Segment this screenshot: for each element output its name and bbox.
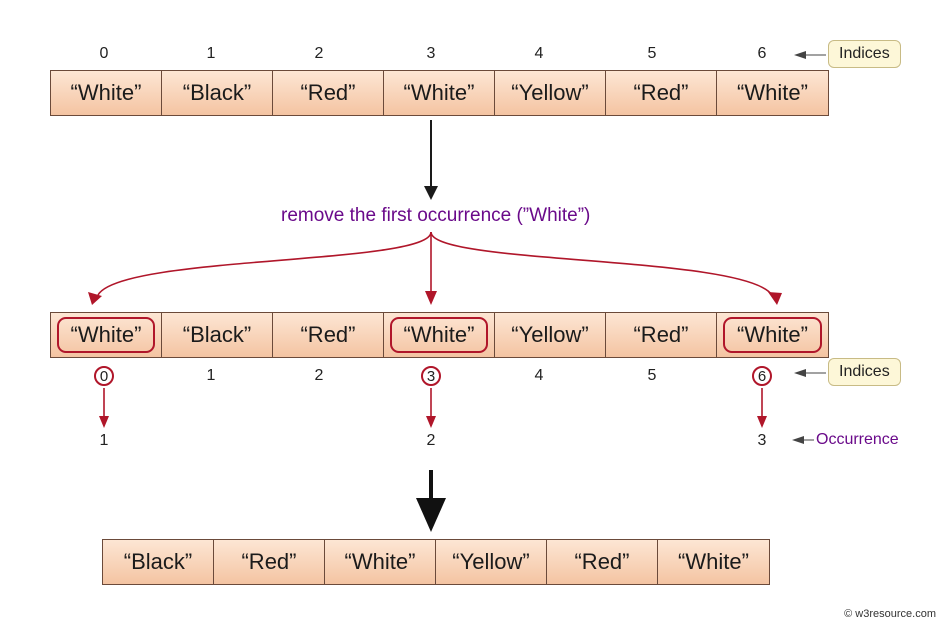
top-array: “White” “Black” “Red” “White” “Yellow” “… xyxy=(50,70,829,116)
middle-cell-1: “Black” xyxy=(162,313,273,357)
middle-index-4: 4 xyxy=(534,367,544,384)
result-array: “Black” “Red” “White” “Yellow” “Red” “Wh… xyxy=(102,539,770,585)
down-arrow-result-head xyxy=(416,498,446,532)
middle-cell-2: “Red” xyxy=(273,313,384,357)
occ-arrow-2-head xyxy=(426,416,436,428)
indices-label-middle: Indices xyxy=(828,358,901,386)
middle-cell-3: “White” xyxy=(384,313,495,357)
middle-index-0-circled: 0 xyxy=(94,366,114,386)
top-index-6: 6 xyxy=(757,45,767,62)
indices-label-top: Indices xyxy=(828,40,901,68)
top-index-4: 4 xyxy=(534,45,544,62)
top-cell-4: “Yellow” xyxy=(495,71,606,115)
top-index-2: 2 xyxy=(314,45,324,62)
indices-pointer-middle-head xyxy=(794,369,806,377)
middle-cell-6: “White” xyxy=(717,313,828,357)
red-arrow-left-head xyxy=(88,292,102,305)
result-cell-0: “Black” xyxy=(103,540,214,584)
credit-text: © w3resource.com xyxy=(844,608,936,620)
top-index-3: 3 xyxy=(426,45,436,62)
highlight-box-0 xyxy=(57,317,155,353)
middle-cell-5: “Red” xyxy=(606,313,717,357)
middle-cell-4: “Yellow” xyxy=(495,313,606,357)
occ-arrow-1-head xyxy=(99,416,109,428)
top-cell-6: “White” xyxy=(717,71,828,115)
middle-index-5: 5 xyxy=(647,367,657,384)
top-cell-1: “Black” xyxy=(162,71,273,115)
top-cell-0: “White” xyxy=(51,71,162,115)
top-cell-3: “White” xyxy=(384,71,495,115)
result-cell-5: “White” xyxy=(658,540,769,584)
occurrence-label: Occurrence xyxy=(816,431,899,448)
middle-cell-6-text: “White” xyxy=(737,322,808,347)
middle-cell-3-text: “White” xyxy=(403,322,475,347)
middle-array: “White” “Black” “Red” “White” “Yellow” “… xyxy=(50,312,829,358)
red-arrow-left xyxy=(97,231,432,296)
result-cell-1: “Red” xyxy=(214,540,325,584)
operation-caption: remove the first occurrence (”White”) xyxy=(281,205,591,226)
indices-pointer-top-head xyxy=(794,51,806,59)
top-cell-2: “Red” xyxy=(273,71,384,115)
result-cell-2: “White” xyxy=(325,540,436,584)
highlight-box-3 xyxy=(390,317,488,353)
top-index-0: 0 xyxy=(99,45,109,62)
occurrence-2: 2 xyxy=(426,432,436,449)
red-arrow-center-head xyxy=(425,291,437,305)
red-arrow-right-head xyxy=(768,292,782,305)
occurrence-1: 1 xyxy=(99,432,109,449)
down-arrow-top-head xyxy=(424,186,438,200)
middle-index-1: 1 xyxy=(206,367,216,384)
red-arrow-right xyxy=(430,231,773,296)
top-cell-5: “Red” xyxy=(606,71,717,115)
middle-index-2: 2 xyxy=(314,367,324,384)
top-index-5: 5 xyxy=(647,45,657,62)
middle-index-3-circled: 3 xyxy=(421,366,441,386)
highlight-box-6 xyxy=(723,317,822,353)
occurrence-pointer-head xyxy=(792,436,804,444)
result-cell-3: “Yellow” xyxy=(436,540,547,584)
middle-cell-0-text: “White” xyxy=(70,322,142,347)
occurrence-3: 3 xyxy=(757,432,767,449)
top-index-1: 1 xyxy=(206,45,216,62)
middle-index-6-circled: 6 xyxy=(752,366,772,386)
result-cell-4: “Red” xyxy=(547,540,658,584)
occ-arrow-3-head xyxy=(757,416,767,428)
middle-cell-0: “White” xyxy=(51,313,162,357)
